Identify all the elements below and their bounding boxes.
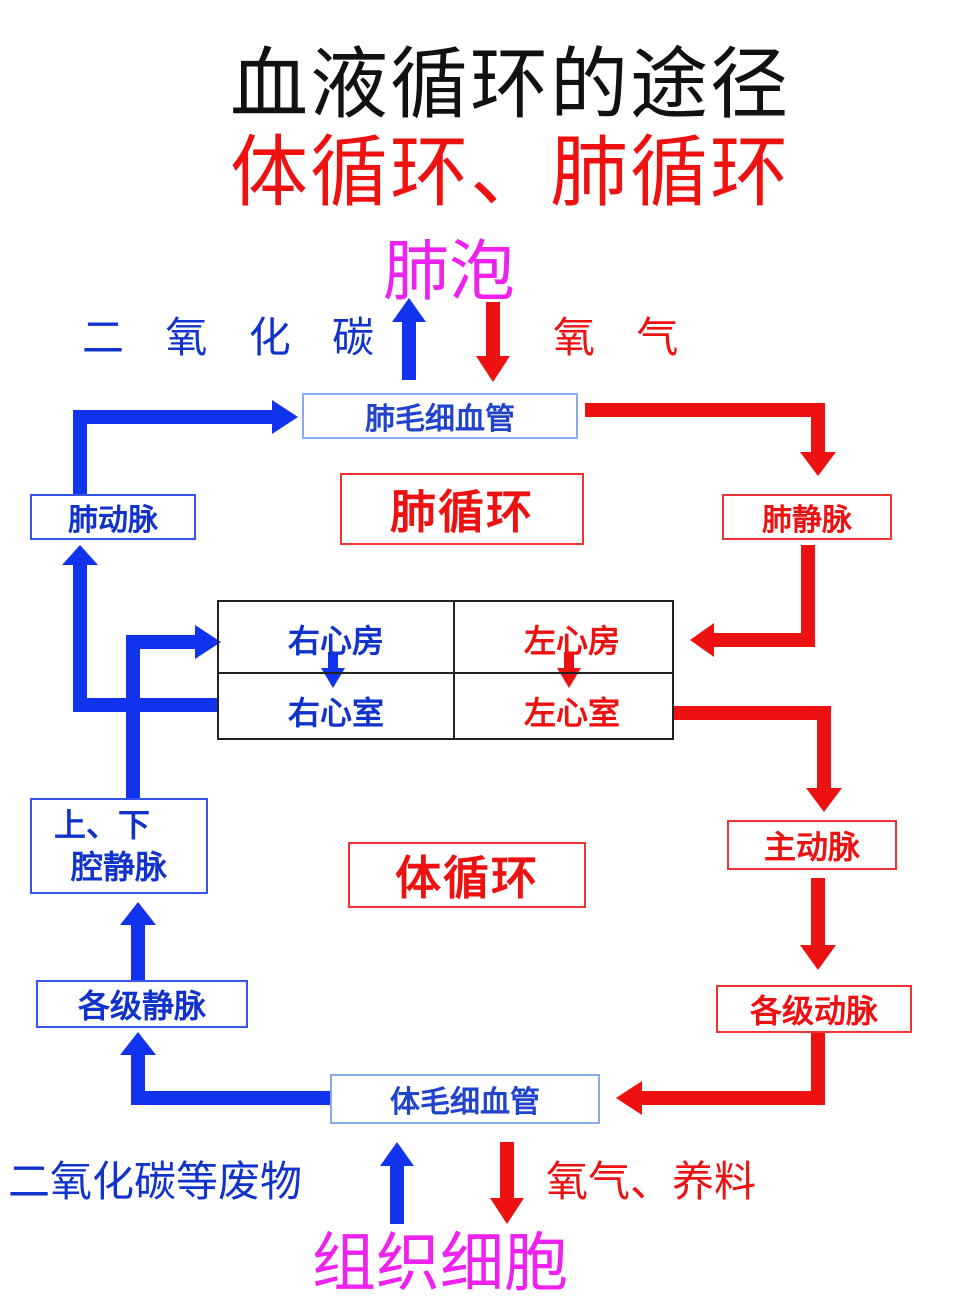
- left-ventricle-label: 左心室: [523, 694, 620, 732]
- arrow-co2-up-tissue-shaft: [390, 1162, 404, 1224]
- pulmonary-vein-box: 肺静脉: [722, 494, 892, 540]
- arrowhead-o2-down-lung: [476, 356, 510, 382]
- page-subtitle: 体循环、肺循环: [229, 128, 790, 218]
- arrowhead-o2-down-tissue: [490, 1198, 524, 1224]
- page-title: 血液循环的途径: [229, 40, 790, 130]
- aorta-box: 主动脉: [727, 820, 897, 870]
- right-ventricle-label: 右心室: [287, 694, 384, 732]
- tissue-nutrients-label: 氧气、养料: [546, 1157, 757, 1206]
- arrow-left-atrium-down-shaft: [564, 652, 574, 670]
- pulmonary-artery-box: 肺动脉: [30, 494, 196, 540]
- pulmonary-capillary-box: 肺毛细血管: [302, 393, 578, 439]
- aorta-label: 主动脉: [763, 828, 860, 866]
- tissue-waste-label: 二氧化碳等废物: [8, 1157, 303, 1206]
- pulmonary-capillary-label: 肺毛细血管: [365, 402, 515, 437]
- heart-divider-vertical: [453, 602, 455, 738]
- vena-cava-box: 上、下 腔静脉: [30, 798, 208, 894]
- arrow-vena-cava-to-atrium: [126, 635, 198, 798]
- arrow-capillary-to-pulmonary-vein: [585, 403, 825, 455]
- pulmonary-circulation-box: 肺循环: [340, 473, 584, 545]
- vena-cava-label-line2: 腔静脉: [70, 848, 167, 886]
- red-arrows: [476, 302, 842, 1224]
- arrow-artery-to-capillary: [73, 410, 275, 500]
- arrow-ventricle-to-aorta: [674, 706, 831, 790]
- arrow-vein-to-left-atrium: [712, 545, 815, 647]
- arrowhead-up-vena-cava: [120, 902, 156, 925]
- arteries-box: 各级动脉: [716, 985, 912, 1033]
- pulmonary-artery-label: 肺动脉: [68, 503, 158, 538]
- arrowhead-down-pulmonary-vein: [800, 452, 836, 476]
- arrowhead-right-atrium: [195, 625, 221, 659]
- arrowhead-left-atrium: [690, 623, 714, 657]
- arrowhead-right-capillary: [272, 400, 298, 434]
- right-atrium-label: 右心房: [287, 622, 384, 660]
- pulmonary-circulation-label: 肺循环: [390, 485, 534, 539]
- lung-o2-label: 氧 气: [553, 313, 693, 362]
- systemic-circulation-label: 体循环: [395, 851, 539, 905]
- veins-box: 各级静脉: [36, 980, 248, 1028]
- systemic-capillary-label: 体毛细血管: [390, 1085, 540, 1120]
- left-atrium-label: 左心房: [523, 622, 620, 660]
- arrowhead-down-aorta: [806, 788, 842, 812]
- tissue-cells-label: 组织细胞: [312, 1227, 568, 1301]
- arrowhead-left-capillary: [616, 1081, 642, 1115]
- arrowhead-down-arteries: [800, 945, 836, 970]
- heart-chambers: 右心房 右心室 左心房 左心室: [217, 600, 674, 740]
- systemic-circulation-box: 体循环: [348, 842, 586, 908]
- arrowhead-up-pulmonary-artery: [62, 545, 98, 565]
- arteries-label: 各级动脉: [749, 992, 878, 1030]
- veins-label: 各级静脉: [77, 987, 206, 1025]
- arrow-arteries-to-capillary: [640, 1032, 825, 1105]
- arrowhead-co2-up-tissue: [380, 1142, 414, 1166]
- pulmonary-vein-label: 肺静脉: [762, 503, 852, 538]
- arrow-ventricle-to-pulmonary-artery: [73, 560, 217, 712]
- arrow-right-atrium-down-shaft: [328, 652, 338, 670]
- arrow-o2-down-tissue-shaft: [500, 1142, 514, 1202]
- arrowhead-up-veins: [120, 1032, 156, 1055]
- alveoli-label: 肺泡: [383, 233, 515, 310]
- vena-cava-label-line1: 上、下: [54, 806, 151, 844]
- arrow-co2-up-lung-shaft: [402, 318, 416, 380]
- arrow-o2-down-lung-shaft: [486, 302, 500, 360]
- heart-divider-horizontal: [219, 672, 672, 674]
- lung-co2-label: 二 氧 化 碳: [82, 313, 389, 362]
- systemic-capillary-box: 体毛细血管: [330, 1074, 600, 1124]
- blue-arrows: [62, 298, 426, 1224]
- arrow-capillary-to-veins: [131, 1052, 330, 1105]
- arrowhead-co2-up-lung: [392, 298, 426, 322]
